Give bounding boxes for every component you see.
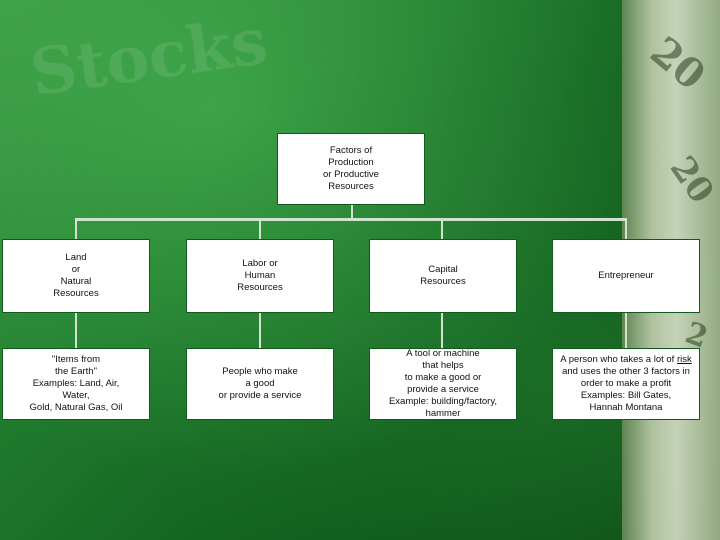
description-text: A person who takes a lot of risk and use… (560, 354, 692, 414)
risk-underlined-word: risk (677, 354, 692, 365)
description-node-entrepreneur: A person who takes a lot of risk and use… (552, 348, 700, 420)
factor-node-capital: Capital Resources (369, 239, 517, 313)
connector-line (75, 313, 77, 348)
description-text: A tool or machine that helps to make a g… (389, 348, 497, 420)
root-node: Factors of Production or Productive Reso… (277, 133, 425, 205)
description-text: People who make a good or provide a serv… (219, 366, 302, 402)
connector-line (259, 219, 261, 239)
description-text-end: and uses the other 3 factors in order to… (562, 366, 690, 413)
factor-node-entrepreneur: Entrepreneur (552, 239, 700, 313)
description-text: "Items from the Earth" Examples: Land, A… (30, 354, 123, 414)
connector-line (441, 219, 443, 239)
connector-line (75, 218, 627, 221)
description-text-start: A person who takes a lot of (560, 354, 677, 365)
connector-line (351, 205, 353, 219)
description-node-land: "Items from the Earth" Examples: Land, A… (2, 348, 150, 420)
description-node-labor: People who make a good or provide a serv… (186, 348, 334, 420)
connector-line (75, 219, 77, 239)
factor-node-label: Capital Resources (420, 264, 465, 288)
factor-node-label: Labor or Human Resources (237, 258, 282, 294)
factor-node-label: Land or Natural Resources (53, 252, 98, 300)
root-node-label: Factors of Production or Productive Reso… (323, 145, 379, 193)
connector-line (441, 313, 443, 348)
factor-node-labor: Labor or Human Resources (186, 239, 334, 313)
connector-line (625, 219, 627, 239)
connector-line (625, 313, 627, 348)
factor-node-label: Entrepreneur (598, 270, 653, 282)
connector-line (259, 313, 261, 348)
factor-node-land: Land or Natural Resources (2, 239, 150, 313)
description-node-capital: A tool or machine that helps to make a g… (369, 348, 517, 420)
